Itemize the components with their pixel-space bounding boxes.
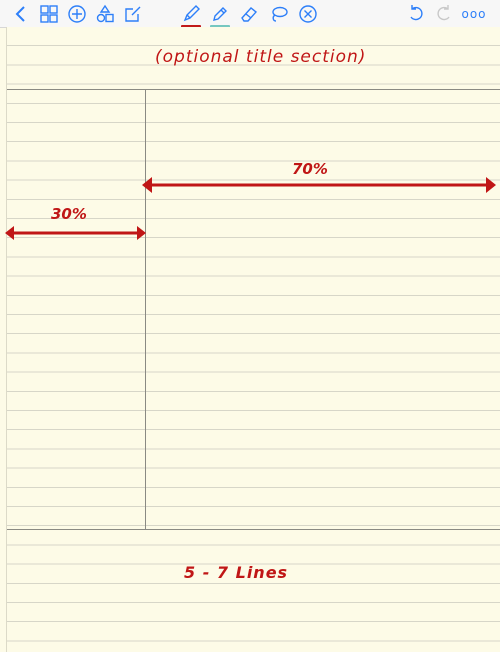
undo-icon[interactable] [405,3,427,25]
plus-circle-icon[interactable] [66,3,88,25]
more-dots-icon[interactable]: ooo [461,7,487,21]
title-divider [7,89,500,90]
page-title: (optional title section) [155,47,367,67]
note-page[interactable]: (optional title section) 30% 70% 5 - 7 L… [6,27,500,652]
pen-icon[interactable] [180,3,202,28]
edit-square-icon[interactable] [122,3,144,25]
toolbar: ooo [0,0,500,28]
left-column-width-label: 30% [51,205,87,223]
eraser-icon[interactable] [238,3,260,25]
shapes-icon[interactable] [94,3,116,25]
chevron-left-icon[interactable] [10,3,32,25]
summary-divider [7,529,500,530]
lasso-icon[interactable] [268,3,290,25]
summary-section-label: 5 - 7 Lines [184,563,289,582]
right-column-width-label: 70% [292,160,328,178]
close-circle-icon[interactable] [297,3,319,25]
highlighter-icon[interactable] [209,3,231,28]
grid-icon[interactable] [38,3,60,25]
column-divider [145,89,146,529]
redo-icon[interactable] [433,3,455,25]
